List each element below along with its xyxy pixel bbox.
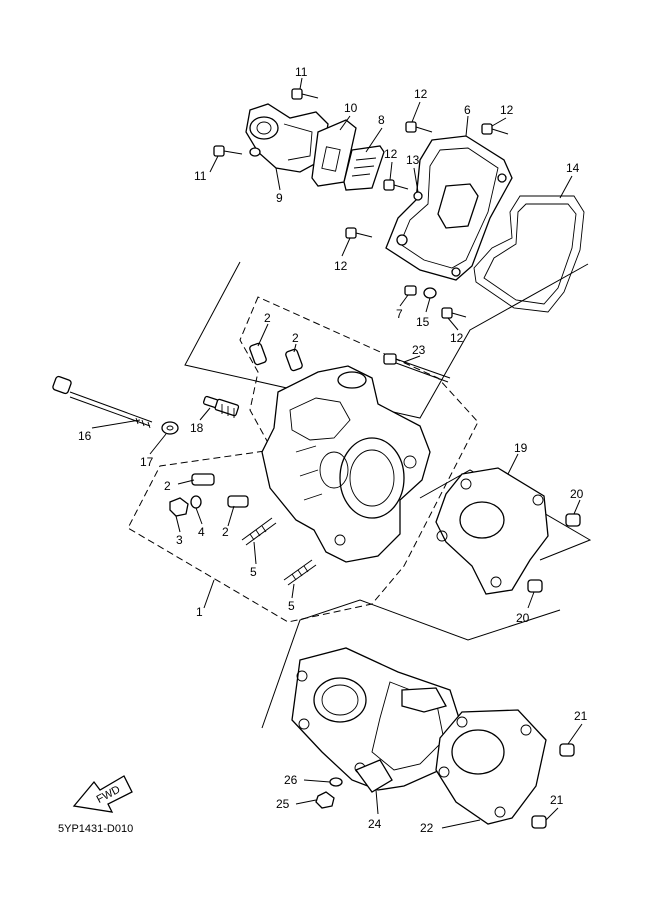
stud-pipe-2c xyxy=(191,473,215,486)
cylinder-head-outline xyxy=(127,296,479,623)
callout-16: 16 xyxy=(78,429,92,443)
callout-22: 23 xyxy=(412,343,426,357)
callout-26: 26 xyxy=(284,773,298,787)
callout-18: 18 xyxy=(190,421,204,435)
callout-17: 17 xyxy=(140,455,154,469)
callout-13: 13 xyxy=(406,153,420,167)
stud-pipe-2d xyxy=(227,495,249,508)
callout-4: 4 xyxy=(198,525,205,539)
bolt-12-mid xyxy=(383,179,409,191)
nut-3 xyxy=(169,497,189,517)
callout-12: 12 xyxy=(500,103,514,117)
stud-pipe-2b xyxy=(285,348,303,372)
callout-1: 1 xyxy=(196,605,203,619)
dowel-21a xyxy=(559,743,575,757)
bolt-11-top xyxy=(291,88,319,100)
callout-14: 14 xyxy=(566,161,580,175)
cover-group-outline xyxy=(184,261,589,419)
bolt-11-left xyxy=(213,145,243,157)
head-gasket-part xyxy=(435,467,549,595)
bolt-22 xyxy=(383,353,451,383)
head-cover-part xyxy=(385,135,513,281)
cylinder-block-part xyxy=(291,647,467,791)
bolt-12-left xyxy=(345,227,373,239)
callout-12: 12 xyxy=(384,147,398,161)
bolt-12-top-right xyxy=(481,123,509,135)
callout-19: 19 xyxy=(514,441,528,455)
dowel-20a xyxy=(565,513,581,527)
callout-9: 9 xyxy=(276,191,283,205)
callout-21: 21 xyxy=(574,709,588,723)
callout-12: 12 xyxy=(414,87,428,101)
callout-labels: 11 11 9 10 8 12 6 12 12 13 14 12 7 15 12… xyxy=(78,65,588,835)
catalog-code: 5YP1431-D010 xyxy=(58,823,133,835)
callout-12: 12 xyxy=(450,331,464,345)
cover-gasket-part xyxy=(473,195,585,313)
callout-20: 20 xyxy=(516,611,530,625)
spark-plug-part xyxy=(202,395,240,418)
callout-7: 7 xyxy=(396,307,403,321)
cylinder-head-part xyxy=(261,365,431,563)
reed-plate-part xyxy=(343,145,385,191)
o-ring-part xyxy=(423,287,437,299)
stud-pipe-2a xyxy=(249,342,267,366)
dowel-20b xyxy=(527,579,543,593)
callout-10: 10 xyxy=(344,101,358,115)
callout-2: 2 xyxy=(292,331,299,345)
callout-3: 3 xyxy=(176,533,183,547)
callout-5: 5 xyxy=(250,565,257,579)
callout-21: 21 xyxy=(550,793,564,807)
callout-20: 20 xyxy=(570,487,584,501)
callout-5: 5 xyxy=(288,599,295,613)
callout-25: 25 xyxy=(276,797,290,811)
callout-6: 6 xyxy=(464,103,471,117)
callout-8: 8 xyxy=(378,113,385,127)
washer-17 xyxy=(161,421,179,435)
bolt-25 xyxy=(315,791,335,809)
washer-13 xyxy=(413,191,423,201)
callout-11: 11 xyxy=(295,65,308,79)
stud-5a xyxy=(241,517,277,546)
callout-12: 12 xyxy=(334,259,348,273)
washer-4 xyxy=(190,495,202,509)
base-gasket-part xyxy=(435,709,547,825)
dowel-21b xyxy=(531,815,547,829)
callout-23: 24 xyxy=(368,817,382,831)
callout-24: 22 xyxy=(420,821,434,835)
bolt-12-top-left xyxy=(405,121,433,133)
stud-5b xyxy=(283,559,317,586)
callout-15: 15 xyxy=(416,315,430,329)
callout-11: 11 xyxy=(194,169,207,183)
callout-2: 2 xyxy=(164,479,171,493)
dowel-pin-part xyxy=(404,285,417,296)
bolt-12-bottom xyxy=(441,307,467,319)
washer-26 xyxy=(329,777,343,787)
callout-2: 2 xyxy=(222,525,229,539)
callout-2: 2 xyxy=(264,311,271,325)
cylinder-group-outline xyxy=(261,599,561,729)
bracket-23 xyxy=(354,759,393,793)
fwd-arrow-icon: FWD xyxy=(72,775,133,813)
leader-lines xyxy=(91,77,583,829)
